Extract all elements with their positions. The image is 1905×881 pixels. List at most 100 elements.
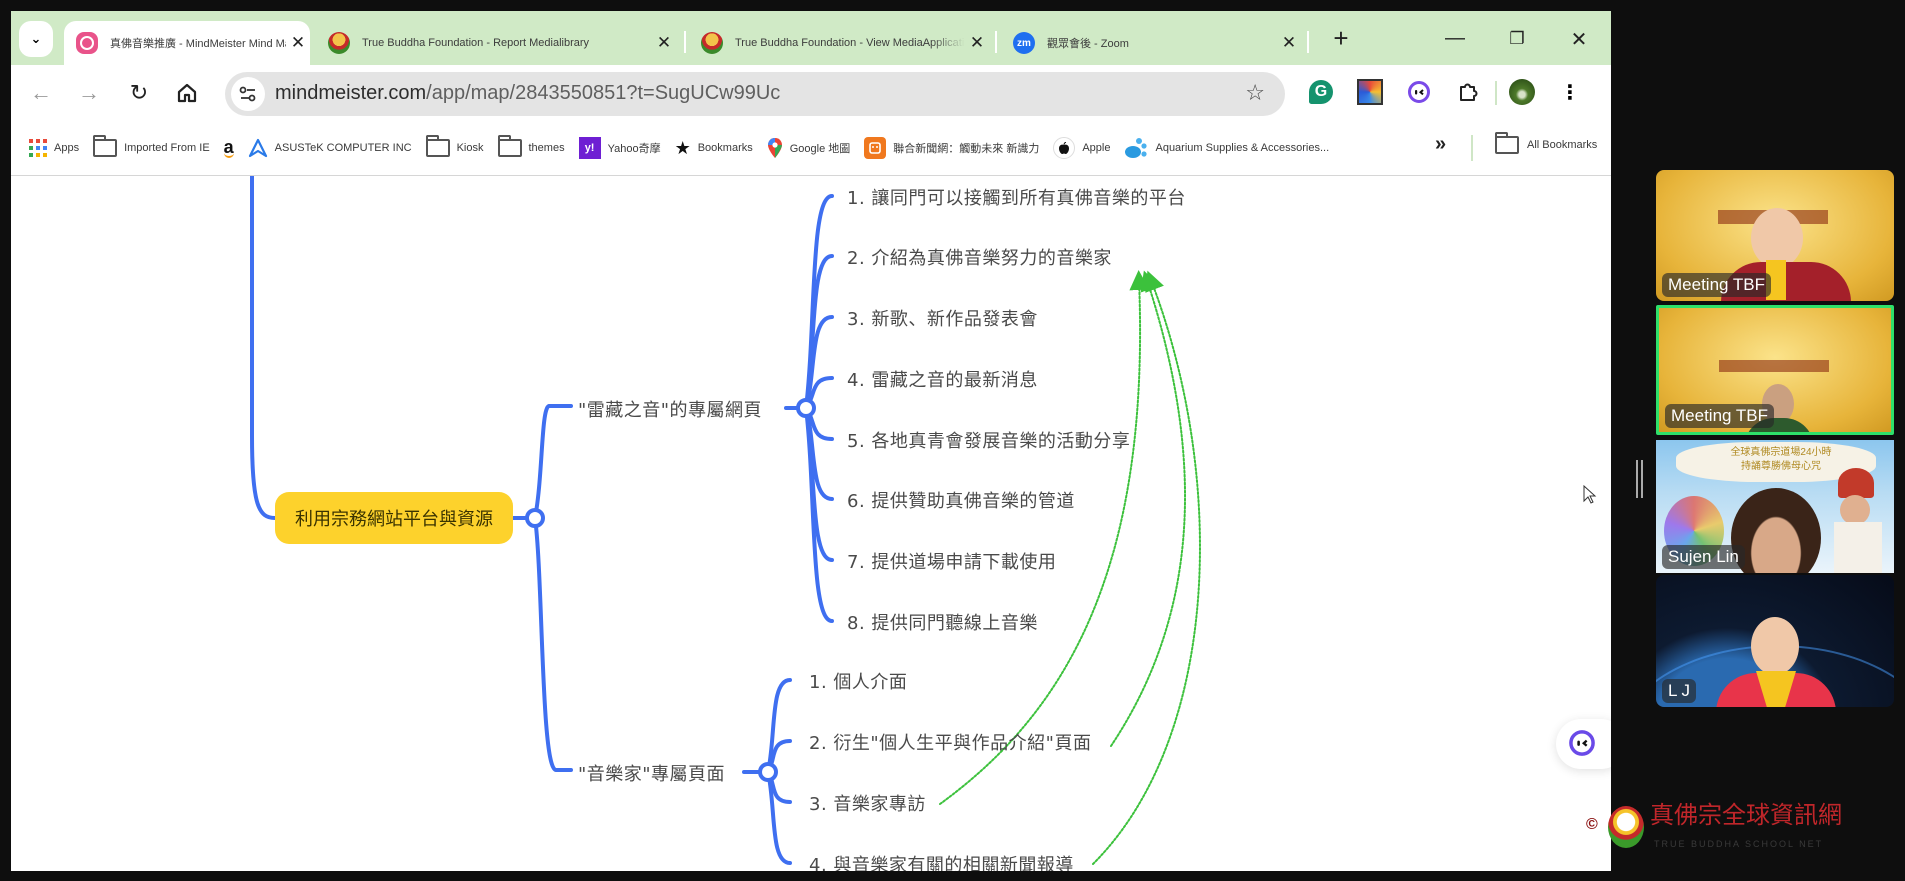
color-extension[interactable] bbox=[1356, 78, 1384, 106]
asus-icon bbox=[248, 138, 268, 158]
video-tile-active-speaker[interactable]: Meeting TBF bbox=[1656, 305, 1894, 435]
tab-separator bbox=[684, 31, 686, 53]
extensions-button[interactable] bbox=[1454, 78, 1482, 106]
home-button[interactable] bbox=[172, 78, 202, 108]
close-tab-icon[interactable]: ✕ bbox=[656, 33, 672, 52]
connector-arrow bbox=[1092, 270, 1201, 865]
branch-node-leizang[interactable]: "雷藏之音"的專屬網頁 bbox=[578, 400, 763, 421]
leaf-node[interactable]: 4. 雷藏之音的最新消息 bbox=[847, 370, 1038, 391]
trunk-line bbox=[250, 176, 277, 520]
participant-name: L J bbox=[1662, 679, 1697, 703]
root-collapse-toggle[interactable] bbox=[525, 508, 545, 528]
folder-icon bbox=[497, 135, 522, 157]
bookmark-kiosk[interactable]: Kiosk bbox=[425, 135, 484, 157]
tab-title: True Buddha Foundation - Report Medialib… bbox=[362, 37, 590, 49]
minimize-button[interactable]: — bbox=[1445, 27, 1465, 49]
video-tile[interactable]: 全球真佛宗道場24小時 持誦尊勝佛母心咒 Sujen Lin bbox=[1656, 440, 1894, 573]
leaf-node[interactable]: 8. 提供同門聽線上音樂 bbox=[847, 613, 1038, 634]
mindmap-canvas[interactable]: 利用宗務網站平台與資源 "雷藏之音"的專屬網頁 "音樂家"專屬頁面 1. 讓同門… bbox=[11, 176, 1611, 871]
chrome-menu-button[interactable]: ⋮ bbox=[1556, 78, 1584, 106]
leaf-node[interactable]: 5. 各地真青會發展音樂的活動分享 bbox=[847, 431, 1131, 452]
branch-b-collapse-toggle[interactable] bbox=[758, 762, 778, 782]
leaf-node[interactable]: 6. 提供贊助真佛音樂的管道 bbox=[847, 491, 1075, 512]
apple-icon bbox=[1053, 137, 1076, 159]
tab-view-mediaapplication[interactable]: True Buddha Foundation - View MediaAppli… bbox=[689, 21, 989, 65]
bookmark-star-button[interactable]: ☆ bbox=[1245, 80, 1265, 106]
site-info-button[interactable] bbox=[231, 77, 265, 111]
bookmark-google-maps[interactable]: Google 地圖 bbox=[767, 137, 851, 159]
participant-name: Meeting TBF bbox=[1665, 404, 1775, 428]
leaf-node[interactable]: 1. 個人介面 bbox=[809, 672, 908, 693]
leaf-node[interactable]: 4. 與音樂家有關的相關新聞報導 bbox=[809, 855, 1074, 871]
zoom-icon: zm bbox=[1013, 32, 1035, 54]
mindmeister-icon bbox=[76, 32, 98, 54]
tab-title: 觀眾會後 - Zoom bbox=[1047, 38, 1129, 50]
leaf-node[interactable]: 7. 提供道場申請下載使用 bbox=[847, 552, 1057, 573]
monica-extension[interactable] bbox=[1405, 78, 1433, 106]
arrow-left-icon: ← bbox=[30, 80, 52, 105]
monica-face-icon bbox=[1408, 81, 1430, 103]
all-bookmarks-button[interactable]: All Bookmarks bbox=[1495, 132, 1598, 154]
bookmark-asus[interactable]: ASUSTeK COMPUTER INC bbox=[248, 138, 412, 158]
connector-arrow bbox=[939, 270, 1150, 805]
bookmark-udn[interactable]: 聯合新聞網：觸動未來 新識力 bbox=[864, 137, 1039, 159]
close-window-button[interactable]: ✕ bbox=[1570, 29, 1588, 51]
tbs-watermark: © 真佛宗全球資訊網 TRUE BUDDHA SCHOOL NET bbox=[1586, 800, 1886, 860]
profile-avatar[interactable] bbox=[1508, 78, 1536, 106]
bookmark-apps[interactable]: Apps bbox=[29, 139, 79, 157]
url-text[interactable]: mindmeister.com/app/map/2843550851?t=Sug… bbox=[275, 82, 780, 105]
video-tile[interactable]: L J bbox=[1656, 575, 1894, 707]
branch-node-musician[interactable]: "音樂家"專屬頁面 bbox=[578, 764, 726, 785]
video-tile[interactable]: Meeting TBF bbox=[1656, 170, 1894, 301]
close-tab-icon[interactable]: ✕ bbox=[290, 33, 306, 52]
close-tab-icon[interactable]: ✕ bbox=[969, 33, 985, 52]
leaf-node[interactable]: 3. 新歌、新作品發表會 bbox=[847, 309, 1038, 330]
bookmark-label: themes bbox=[528, 142, 565, 154]
branch-a-collapse-toggle[interactable] bbox=[796, 398, 816, 418]
tbs-emblem-icon bbox=[1608, 806, 1644, 848]
tab-search-button[interactable]: ⌄ bbox=[19, 21, 53, 57]
star-outline-icon: ☆ bbox=[1245, 80, 1265, 105]
grammarly-extension[interactable]: G bbox=[1307, 78, 1335, 106]
leaf-node[interactable]: 2. 衍生"個人生平與作品介紹"頁面 bbox=[809, 733, 1092, 754]
bookmark-themes[interactable]: themes bbox=[497, 135, 565, 157]
forward-button[interactable]: → bbox=[74, 78, 104, 108]
bookmarks-divider bbox=[1471, 135, 1473, 161]
bookmark-yahoo[interactable]: y! Yahoo奇摩 bbox=[578, 137, 661, 159]
address-bar[interactable]: mindmeister.com/app/map/2843550851?t=Sug… bbox=[225, 72, 1285, 116]
bookmark-apple[interactable]: Apple bbox=[1053, 137, 1110, 159]
leaf-node[interactable]: 2. 介紹為真佛音樂努力的音樂家 bbox=[847, 248, 1112, 269]
back-button[interactable]: ← bbox=[26, 78, 56, 108]
new-tab-button[interactable]: + bbox=[1333, 23, 1349, 53]
bookmark-imported-from-ie[interactable]: Imported From IE bbox=[93, 135, 210, 157]
restore-button[interactable]: ❐ bbox=[1509, 29, 1525, 48]
bookmark-label: All Bookmarks bbox=[1527, 139, 1598, 151]
panel-resize-handle[interactable] bbox=[1636, 460, 1643, 498]
more-bookmarks-button[interactable]: » bbox=[1435, 133, 1447, 155]
copyright-symbol: © bbox=[1586, 816, 1598, 833]
bookmark-amazon[interactable]: a bbox=[223, 138, 234, 158]
bookmark-label: Apps bbox=[54, 142, 80, 154]
leaf-node[interactable]: 1. 讓同門可以接觸到所有真佛音樂的平台 bbox=[847, 188, 1186, 209]
tab-report-medialibrary[interactable]: True Buddha Foundation - Report Medialib… bbox=[316, 21, 676, 65]
participant-face bbox=[1751, 208, 1803, 268]
bookmark-aquarium[interactable]: Aquarium Supplies & Accessories... bbox=[1124, 136, 1329, 160]
bookmark-label: Google 地圖 bbox=[789, 143, 851, 155]
tab-separator bbox=[1307, 31, 1309, 53]
folder-icon bbox=[425, 135, 450, 157]
tab-mindmeister[interactable]: 真佛音樂推廣 - MindMeister Mind Map ✕ bbox=[64, 21, 310, 65]
participant-name: Sujen Lin bbox=[1662, 545, 1745, 569]
leaf-node[interactable]: 3. 音樂家專訪 bbox=[809, 794, 926, 815]
reload-button[interactable]: ↻ bbox=[124, 78, 154, 108]
hat-graphic bbox=[1838, 468, 1874, 498]
mindmap-connections bbox=[250, 176, 1201, 865]
tbf-emblem-icon bbox=[328, 32, 350, 54]
guru-face bbox=[1840, 495, 1870, 525]
close-tab-icon[interactable]: ✕ bbox=[1281, 33, 1297, 52]
root-node[interactable]: 利用宗務網站平台與資源 bbox=[275, 492, 513, 544]
edge-root-branch-b bbox=[533, 516, 573, 772]
tab-zoom[interactable]: zm 觀眾會後 - Zoom ✕ bbox=[1001, 21, 1301, 65]
colorful-brain-icon bbox=[1357, 79, 1383, 105]
assistant-floating-button[interactable] bbox=[1556, 719, 1611, 769]
bookmark-bookmarks[interactable]: ★ Bookmarks bbox=[675, 138, 753, 159]
